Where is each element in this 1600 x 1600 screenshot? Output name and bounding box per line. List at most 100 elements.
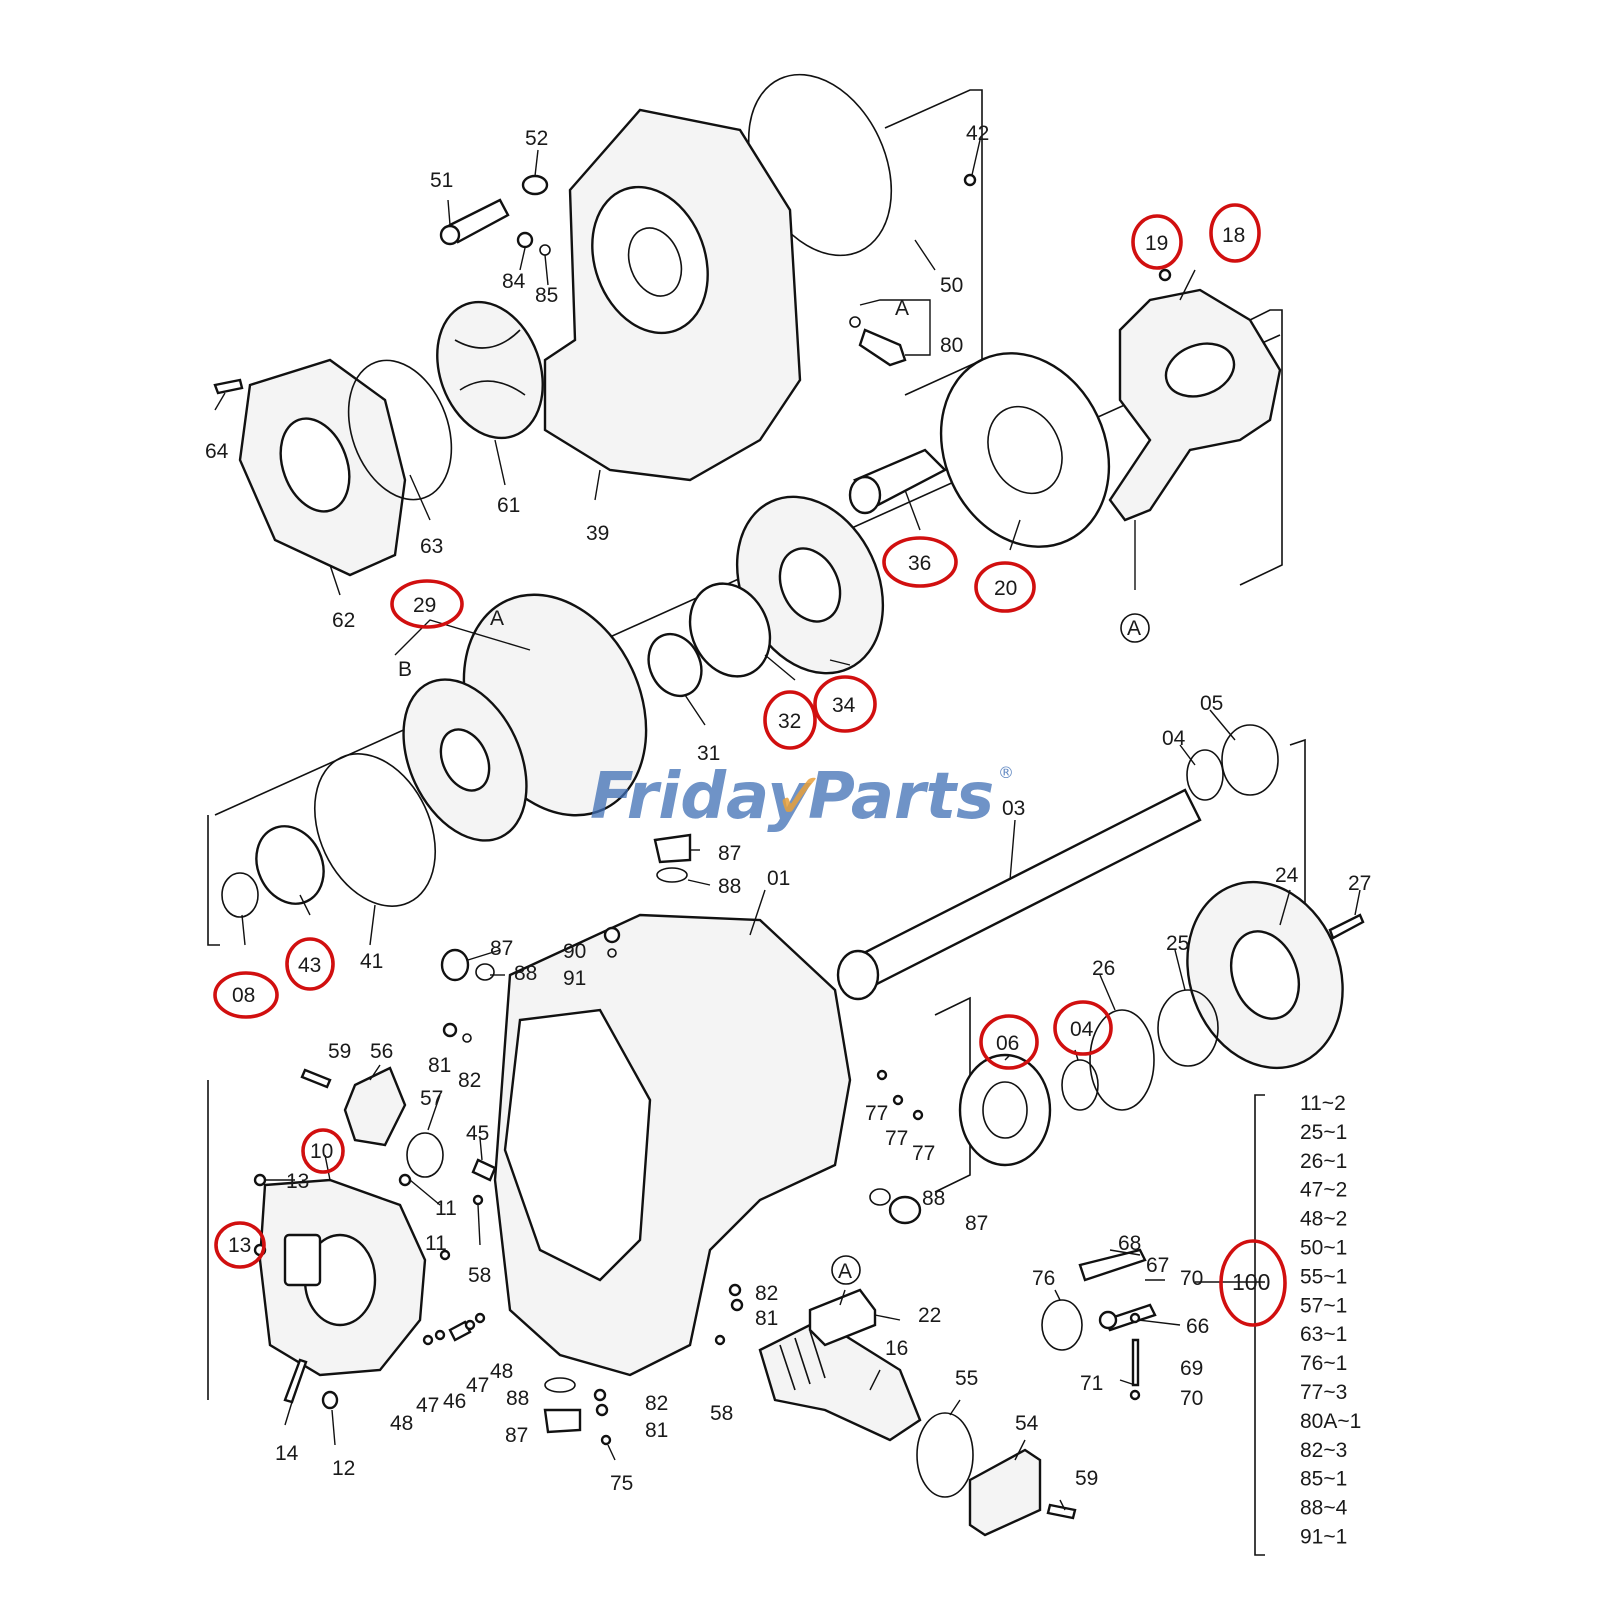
kit-list-item: 50~1 <box>1300 1237 1347 1260</box>
kit-list-item: 25~1 <box>1300 1121 1347 1144</box>
callout-70-top: 70 <box>1180 1267 1203 1290</box>
callout-16: 16 <box>885 1337 908 1360</box>
callout-A-swash: A <box>490 607 504 630</box>
callout-11-top: 11 <box>435 1197 457 1220</box>
callout-91: 91 <box>563 967 586 990</box>
callout-61: 61 <box>497 494 520 517</box>
watermark: Friday ✓ Parts ® <box>590 760 1014 834</box>
callout-81-bottom: 81 <box>645 1419 668 1442</box>
callout-67: 67 <box>1146 1254 1169 1277</box>
callout-05: 05 <box>1200 692 1223 715</box>
callout-84: 84 <box>502 270 526 293</box>
kit-list-item: 47~2 <box>1300 1179 1347 1202</box>
callout-82-mid: 82 <box>755 1282 778 1305</box>
kit-list-item: 77~3 <box>1300 1381 1347 1404</box>
callout-54: 54 <box>1015 1412 1039 1435</box>
callout-87-mid: 87 <box>490 937 513 960</box>
callout-82-bottom: 82 <box>645 1392 668 1415</box>
callout-88-top: 88 <box>718 875 741 898</box>
callout-63: 63 <box>420 535 443 558</box>
callout-25: 25 <box>1166 932 1189 955</box>
callout-14: 14 <box>275 1442 299 1465</box>
callout-45: 45 <box>466 1122 489 1145</box>
callout-47-left: 47 <box>416 1394 439 1417</box>
callout-77-c: 77 <box>912 1142 935 1165</box>
callout-22: 22 <box>918 1304 941 1327</box>
kit-contents-list: 11~225~126~147~248~250~155~157~163~176~1… <box>1300 1092 1361 1549</box>
callout-77-b: 77 <box>885 1127 908 1150</box>
callout-100: 100 <box>1232 1269 1270 1295</box>
callout-90: 90 <box>563 940 586 963</box>
callout-48-right: 48 <box>490 1360 513 1383</box>
kit-list-item: 82~3 <box>1300 1439 1347 1462</box>
callout-50: 50 <box>940 274 963 297</box>
callout-48-left: 48 <box>390 1412 413 1435</box>
callout-03: 03 <box>1002 797 1025 820</box>
callout-42: 42 <box>966 122 989 145</box>
callout-13-circled: 13 <box>228 1234 251 1257</box>
callout-64: 64 <box>205 440 229 463</box>
callout-88-mid: 88 <box>514 962 537 985</box>
callout-81-mid: 81 <box>755 1307 778 1330</box>
callout-labels: 51 52 84 85 42 50 A 80 19 18 64 63 61 39… <box>205 122 1371 1495</box>
callout-69: 69 <box>1180 1357 1203 1380</box>
callout-A-circle-top: A <box>1127 617 1141 640</box>
kit-list-item: 85~1 <box>1300 1468 1347 1491</box>
kit-list-item: 11~2 <box>1300 1092 1346 1115</box>
callout-85: 85 <box>535 284 558 307</box>
watermark-registered: ® <box>998 763 1014 782</box>
callout-34: 34 <box>832 694 856 717</box>
callout-66: 66 <box>1186 1315 1209 1338</box>
callout-71: 71 <box>1080 1372 1103 1395</box>
callout-57: 57 <box>420 1087 443 1110</box>
callout-10: 10 <box>310 1140 333 1163</box>
circle-markers <box>831 613 1150 1285</box>
kit-list-item: 57~1 <box>1300 1294 1347 1317</box>
callout-87-bottom: 87 <box>505 1424 528 1447</box>
callout-75: 75 <box>610 1472 633 1495</box>
callout-47-right: 47 <box>466 1374 489 1397</box>
callout-26: 26 <box>1092 957 1115 980</box>
kit-list-item: 26~1 <box>1300 1150 1347 1173</box>
callout-08: 08 <box>232 984 255 1007</box>
callout-51: 51 <box>430 169 453 192</box>
callout-43: 43 <box>298 954 321 977</box>
kit-list-item: 88~4 <box>1300 1497 1348 1520</box>
watermark-brand-a: Friday <box>590 760 811 834</box>
callout-36: 36 <box>908 552 931 575</box>
watermark-brand-b: Parts <box>808 760 994 834</box>
callout-19: 19 <box>1145 232 1168 255</box>
callout-81-top: 81 <box>428 1054 451 1077</box>
watermark-brand-slash: ✓ <box>773 760 827 834</box>
callout-27: 27 <box>1348 872 1371 895</box>
callout-24: 24 <box>1275 864 1299 887</box>
callout-52: 52 <box>525 127 548 150</box>
callout-59-bottom: 59 <box>1075 1467 1098 1490</box>
callout-46: 46 <box>443 1390 466 1413</box>
callout-A-top: A <box>895 297 909 320</box>
callout-77-a: 77 <box>865 1102 888 1125</box>
callout-39: 39 <box>586 522 609 545</box>
kit-list-item: 63~1 <box>1300 1323 1347 1346</box>
callout-11-mid: 11 <box>425 1232 447 1255</box>
callout-13-top: 13 <box>286 1170 309 1193</box>
callout-06: 06 <box>996 1032 1019 1055</box>
kit-list-item: 48~2 <box>1300 1208 1347 1231</box>
callout-82-top: 82 <box>458 1069 481 1092</box>
callout-88-bottom: 88 <box>506 1387 529 1410</box>
callout-76: 76 <box>1032 1267 1055 1290</box>
callout-04-mid: 04 <box>1070 1018 1094 1041</box>
callout-55: 55 <box>955 1367 978 1390</box>
kit-list-item: 80A~1 <box>1300 1410 1361 1433</box>
callout-68: 68 <box>1118 1232 1141 1255</box>
callout-B: B <box>398 658 412 681</box>
callout-88-right: 88 <box>922 1187 945 1210</box>
callout-12: 12 <box>332 1457 355 1480</box>
callout-58-mid: 58 <box>468 1264 491 1287</box>
callout-A-circle-bottom: A <box>838 1260 852 1283</box>
highlight-circles <box>213 203 1287 1327</box>
callout-58-bottom: 58 <box>710 1402 733 1425</box>
kit-list-item: 76~1 <box>1300 1352 1347 1375</box>
part-shapes <box>213 73 1365 1537</box>
